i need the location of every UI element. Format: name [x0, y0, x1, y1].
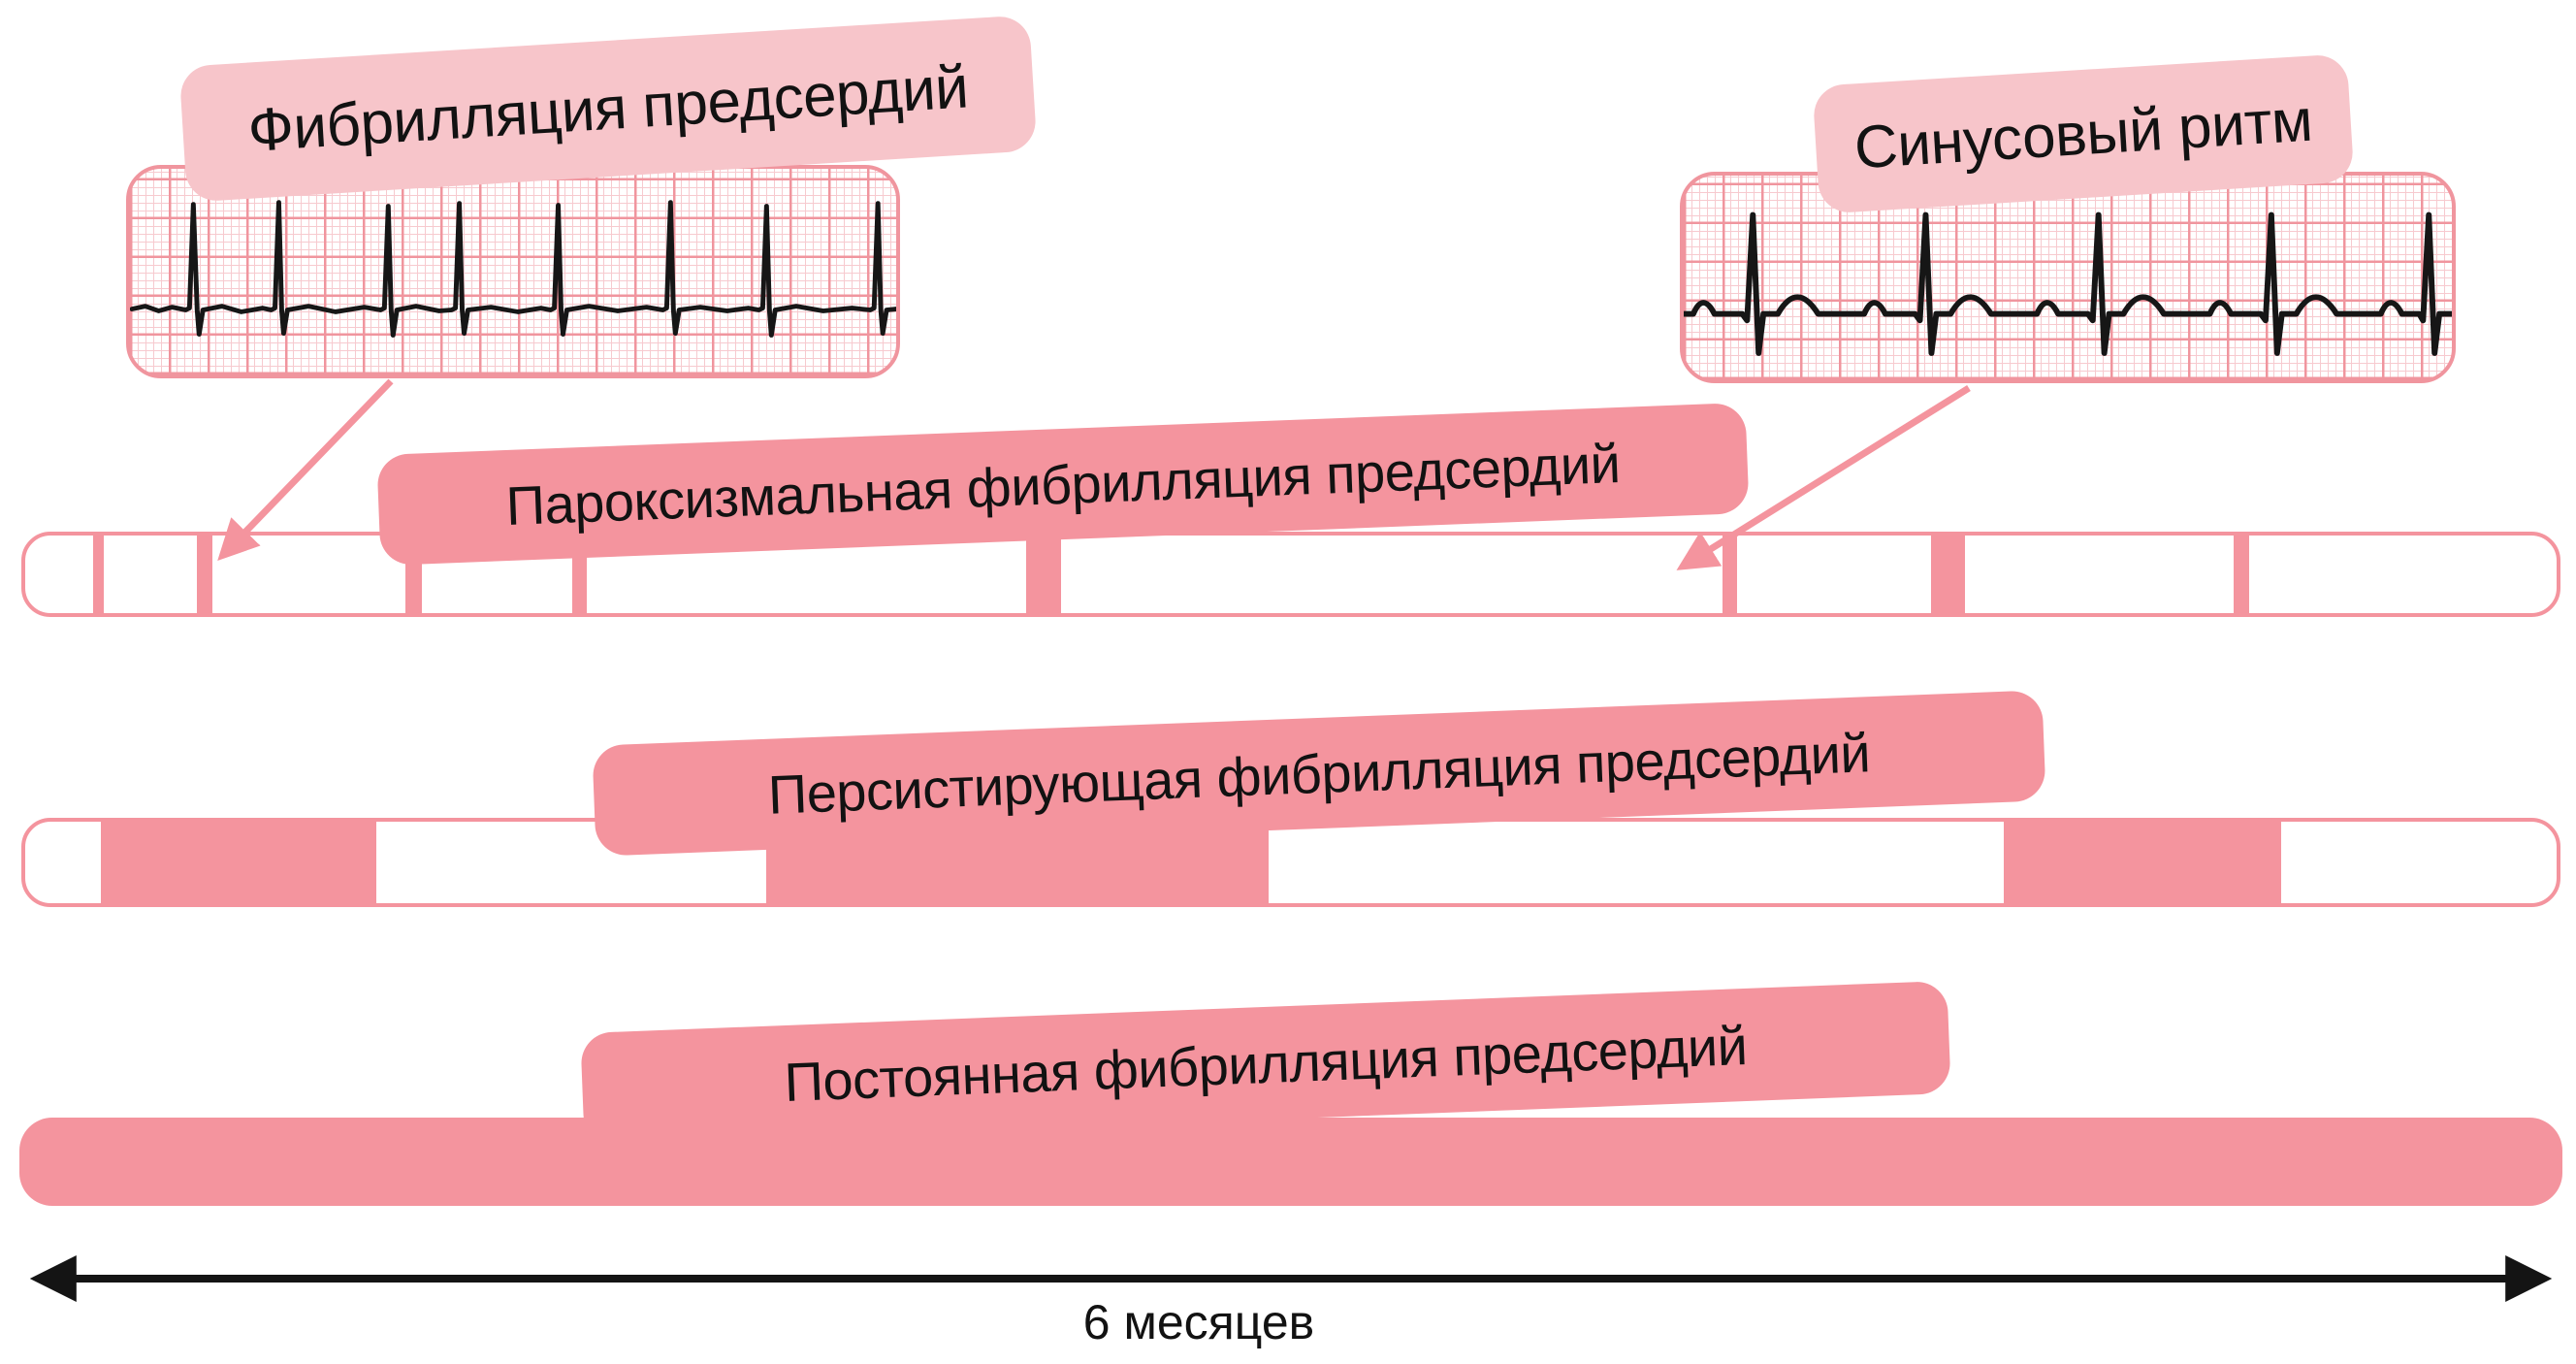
af-episode-segment: [2233, 536, 2250, 613]
af-episode-segment: [92, 536, 105, 613]
sinus-waveform-icon: [1684, 211, 2452, 356]
afib-ecg-strip: [126, 165, 900, 378]
af-episode-segment: [1722, 536, 1738, 613]
permanent-bar: [19, 1118, 2562, 1206]
af-episode-segment: [100, 822, 376, 903]
af-episode-segment: [197, 536, 213, 613]
afib-pointer-arrow: [217, 378, 394, 562]
af-episode-segment: [19, 1118, 2562, 1206]
persistent-bar: [21, 818, 2560, 907]
afib-waveform-icon: [130, 200, 896, 338]
af-episode-segment: [2003, 822, 2281, 903]
sinus-ecg-strip: [1680, 172, 2456, 383]
af-episode-segment: [1931, 536, 1966, 613]
af-episode-segment: [1025, 536, 1062, 613]
timeline-label: 6 месяцев: [1082, 1295, 1315, 1349]
afib-label: Фибрилляция предсердий: [178, 15, 1038, 203]
